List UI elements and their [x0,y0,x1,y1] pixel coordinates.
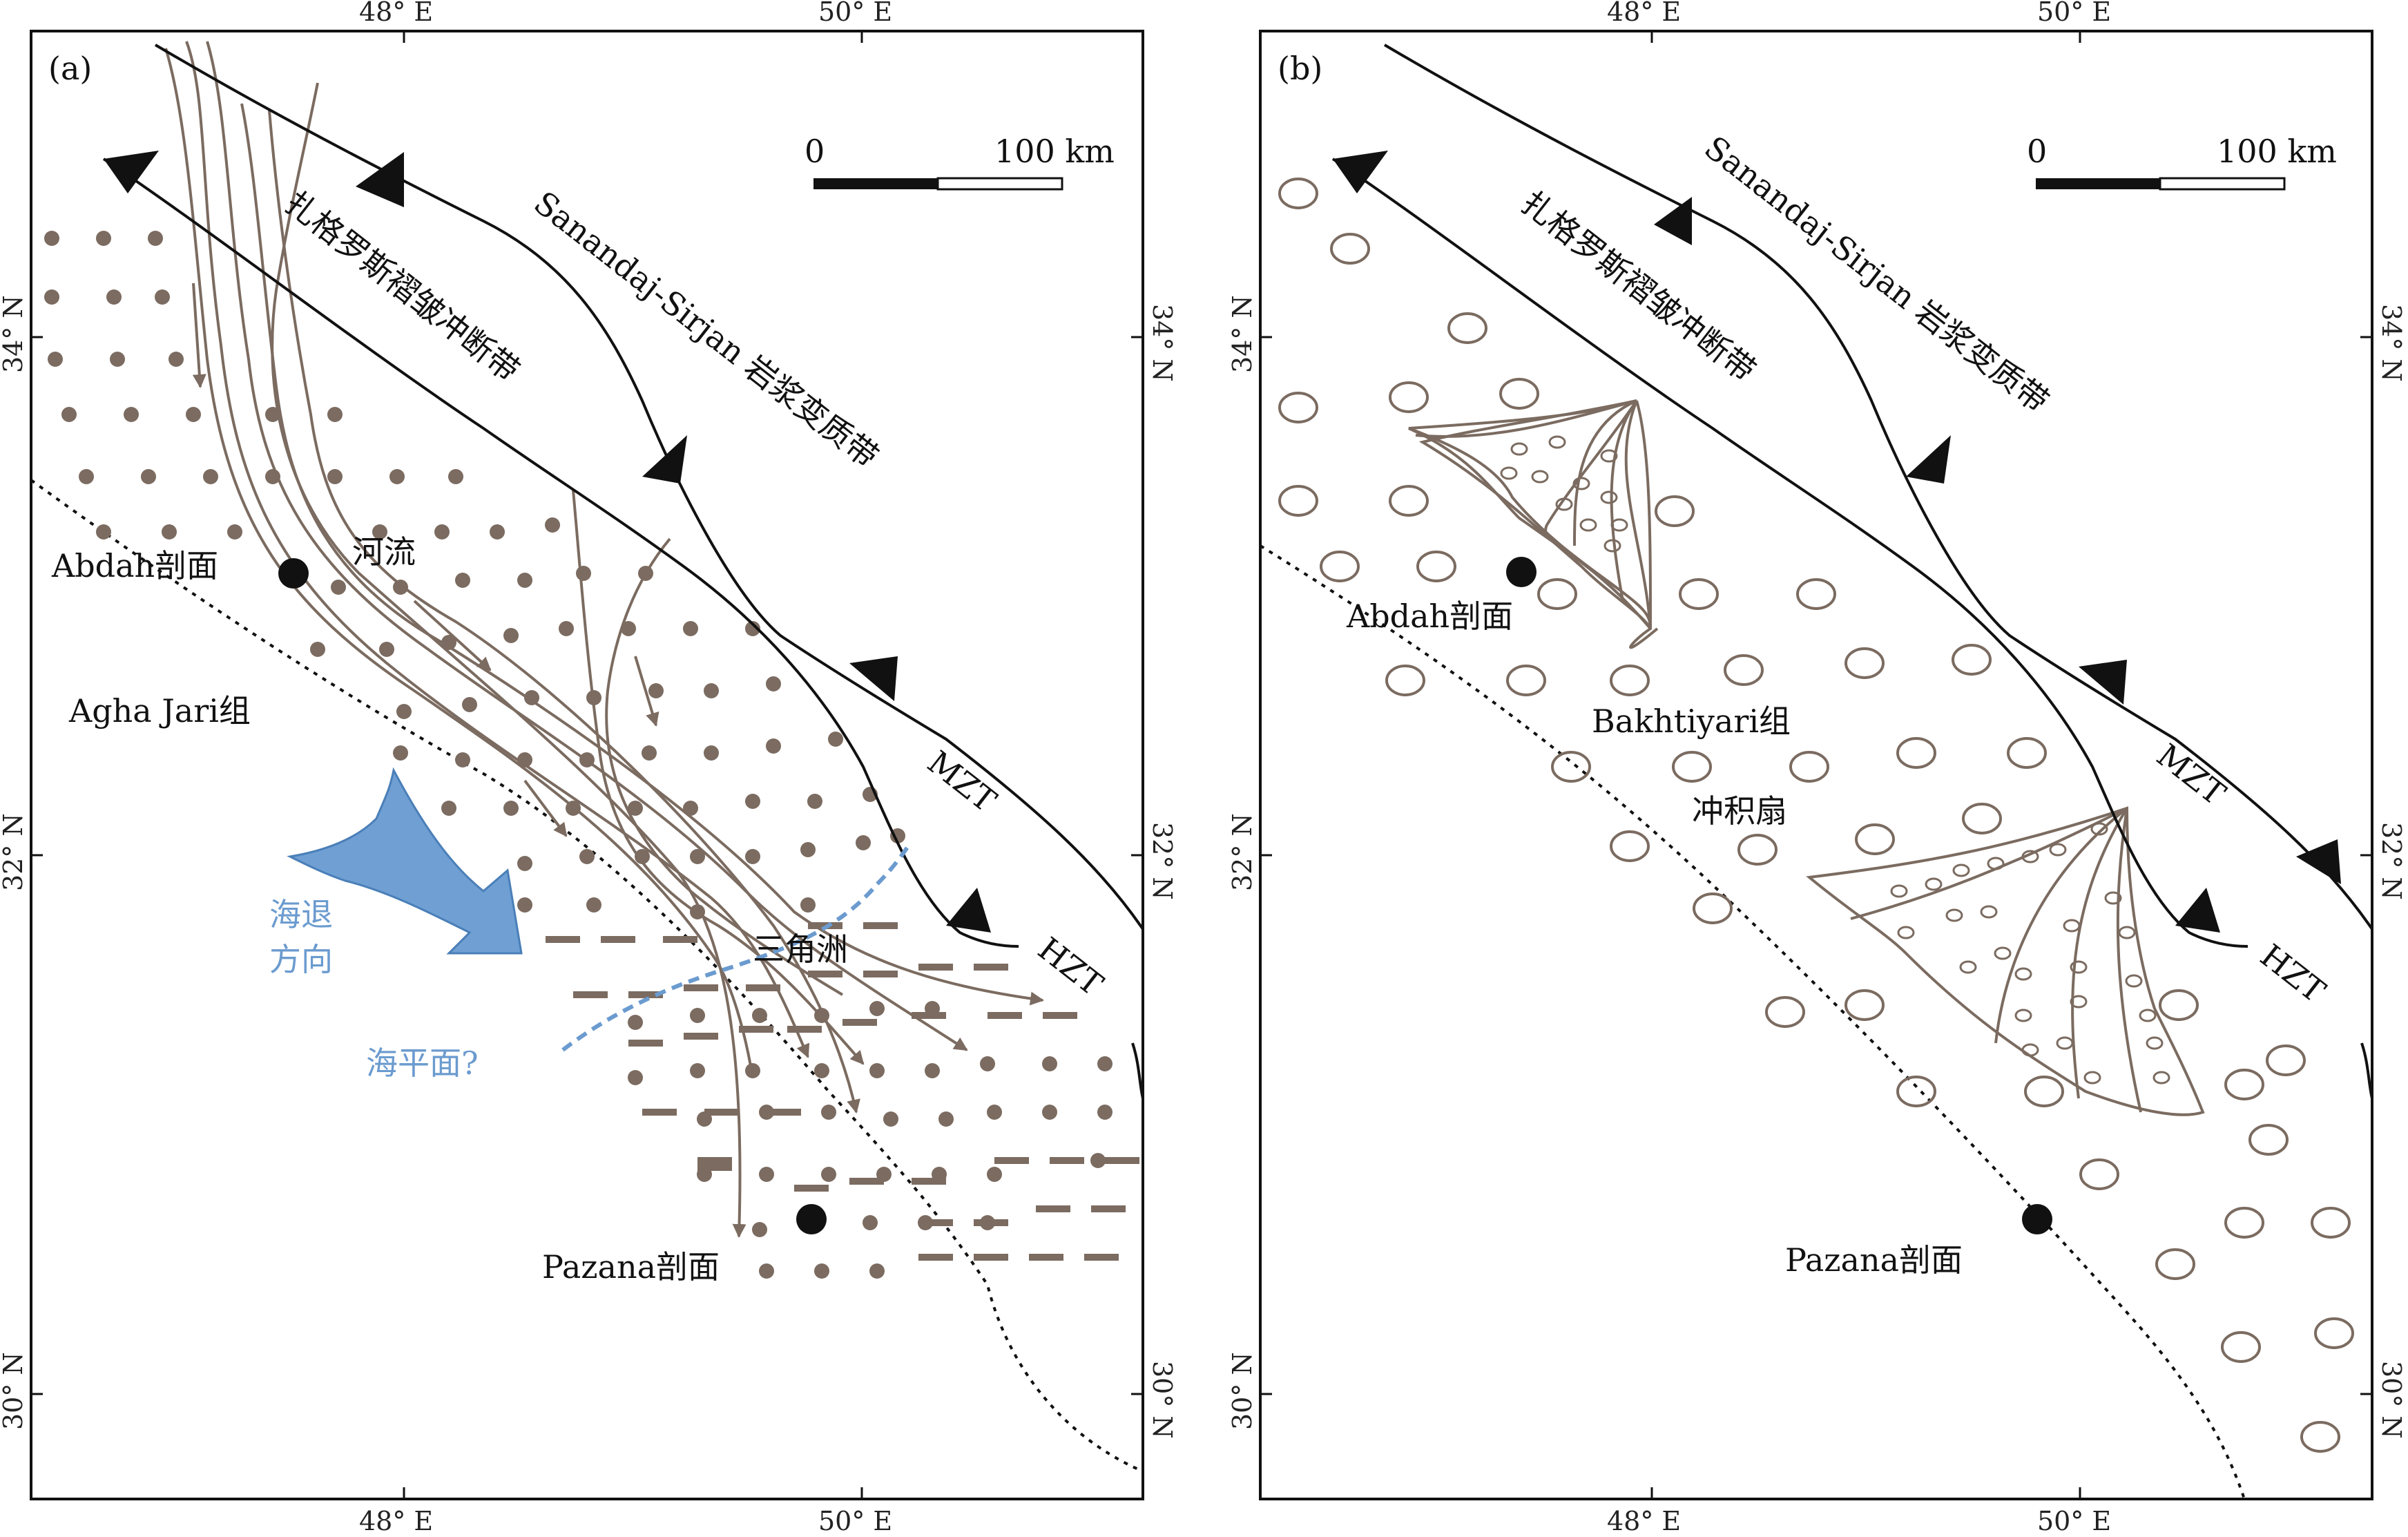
delta-label: 三角洲 [753,930,848,968]
tick-lat-34-left-a: 34° N [0,295,28,373]
panel-b: 0 100 km (b) 扎格罗斯褶皱冲断带 Sanandaj-Sirjan 岩… [1227,0,2407,1536]
mzt-label-b: MZT [2150,736,2233,812]
tick-lon-48-bottom-b: 48° E [1607,1506,1681,1534]
thrust-teeth [104,151,991,933]
mudstone-dashes [546,922,1139,1261]
fan-pebbles [1500,435,2170,1085]
tick-lat-30-left-a: 30° N [0,1352,28,1430]
pazana-section-point [796,1204,827,1234]
abdah-section-point-b [1506,557,1537,587]
alluvial-fan-label: 冲积扇 [1692,792,1787,830]
hzt-label: HZT [1031,930,1110,1003]
tick-lon-50-top-b: 50° E [2037,0,2111,27]
scale-end-b: 100 km [2217,133,2337,170]
regression-label-1: 海退 [269,896,333,933]
tick-lon-48-top-b: 48° E [1607,0,1681,27]
tick-lat-34-right-b: 34° N [2376,304,2407,382]
abdah-label: Abdah剖面 [51,547,218,584]
panel-a-label: (a) [48,50,92,87]
scale-bar-b: 0 100 km [2027,133,2337,191]
tick-lon-48-top-a: 48° E [359,0,433,27]
sanandaj-belt-label-b: Sanandaj-Sirjan 岩浆变质带 [1697,128,2056,420]
tick-lat-34-right-a: 34° N [1147,304,1177,382]
abdah-section-point [278,558,309,589]
scale-bar-a: 0 100 km [805,133,1115,191]
tick-lat-30-left-b: 30° N [1227,1352,1258,1430]
scale-end: 100 km [994,133,1115,170]
scale-zero: 0 [805,133,825,170]
panel-b-label: (b) [1278,50,1322,87]
panel-b-frame [1259,30,2373,1500]
flow-arrows [192,283,659,837]
conglomerate-circles [1278,178,2354,1453]
tick-lat-32-right-a: 32° N [1147,822,1177,900]
panel-b-ticks [1260,31,2372,1499]
thrust-faults [102,44,1144,1099]
panel-a-frame [30,30,1144,1500]
regression-arrow [287,767,523,955]
abdah-label-b: Abdah剖面 [1346,598,1513,635]
scale-zero-b: 0 [2027,133,2047,170]
sanandaj-belt-label: Sanandaj-Sirjan 岩浆变质带 [527,184,885,475]
alluvial-fan-north [1408,399,1659,649]
panel-a-ticks [31,31,1143,1499]
regression-label-2: 方向 [269,941,333,978]
zagros-belt-label-b: 扎格罗斯褶皱冲断带 [1514,184,1762,389]
pazana-label: Pazana剖面 [542,1248,720,1286]
bakhtiyari-label: Bakhtiyari组 [1592,703,1791,740]
agha-jari-label: Agha Jari组 [68,692,251,729]
thrust-faults-b [1331,44,2373,1099]
tick-lat-32-left-b: 32° N [1227,813,1258,891]
tick-lon-50-bottom-b: 50° E [2037,1506,2111,1534]
formation-boundary-b [1259,544,2246,1500]
tick-lon-50-bottom-a: 50° E [818,1506,892,1534]
river-channels [164,41,1044,1238]
zagros-belt-label: 扎格罗斯褶皱冲断带 [278,184,526,389]
hzt-label-b: HZT [2253,937,2332,1010]
pazana-section-point-b [2022,1204,2052,1234]
tick-lat-34-left-b: 34° N [1227,295,1258,373]
sea-level-label: 海平面? [366,1044,479,1082]
panel-a: 0 100 km (a) 扎格罗斯褶皱冲断带 Sanandaj-Sirjan 岩… [0,0,1177,1536]
tick-lon-48-bottom-a: 48° E [359,1506,433,1534]
alluvial-fan-south [1806,806,2205,1116]
tick-lat-32-left-a: 32° N [0,813,28,891]
mzt-label: MZT [921,743,1003,819]
sea-level-line [561,845,910,1052]
tick-lat-30-right-b: 30° N [2376,1361,2407,1439]
thrust-teeth-b [1333,151,2341,933]
formation-boundary [30,479,1144,1473]
river-label: 河流 [352,533,416,571]
pazana-label-b: Pazana剖面 [1785,1241,1963,1279]
tick-lat-30-right-a: 30° N [1147,1361,1177,1439]
tick-lat-32-right-b: 32° N [2376,822,2407,900]
tick-lon-50-top-a: 50° E [818,0,892,27]
